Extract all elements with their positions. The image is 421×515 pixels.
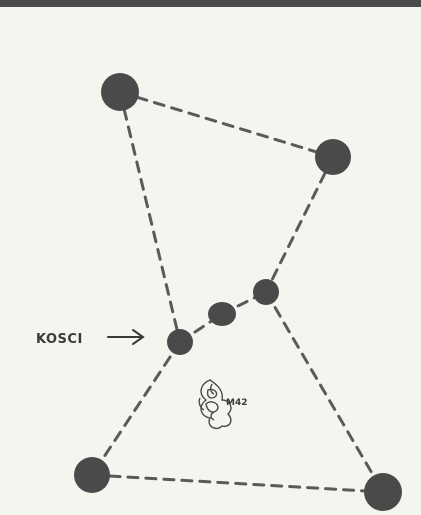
star-belt-middle — [208, 302, 236, 326]
star-bottom-right — [364, 473, 402, 511]
star-belt-right — [253, 279, 279, 305]
nebula-label: M42 — [226, 398, 247, 408]
line-top-right-to-belt-right — [266, 157, 333, 292]
star-top-left — [101, 73, 139, 111]
line-belt-right-to-bottom-right — [266, 292, 383, 492]
line-belt-left-to-bottom-left — [92, 342, 180, 475]
line-top-left-to-belt-left — [120, 92, 180, 342]
line-bottom-left-to-bottom-right — [92, 475, 383, 492]
line-top-left-to-top-right — [120, 92, 333, 157]
belt-label: KOSCI — [36, 332, 83, 347]
star-belt-left — [167, 329, 193, 355]
star-bottom-left — [74, 457, 110, 493]
star-top-right — [315, 139, 351, 175]
arrow-icon — [108, 330, 143, 344]
